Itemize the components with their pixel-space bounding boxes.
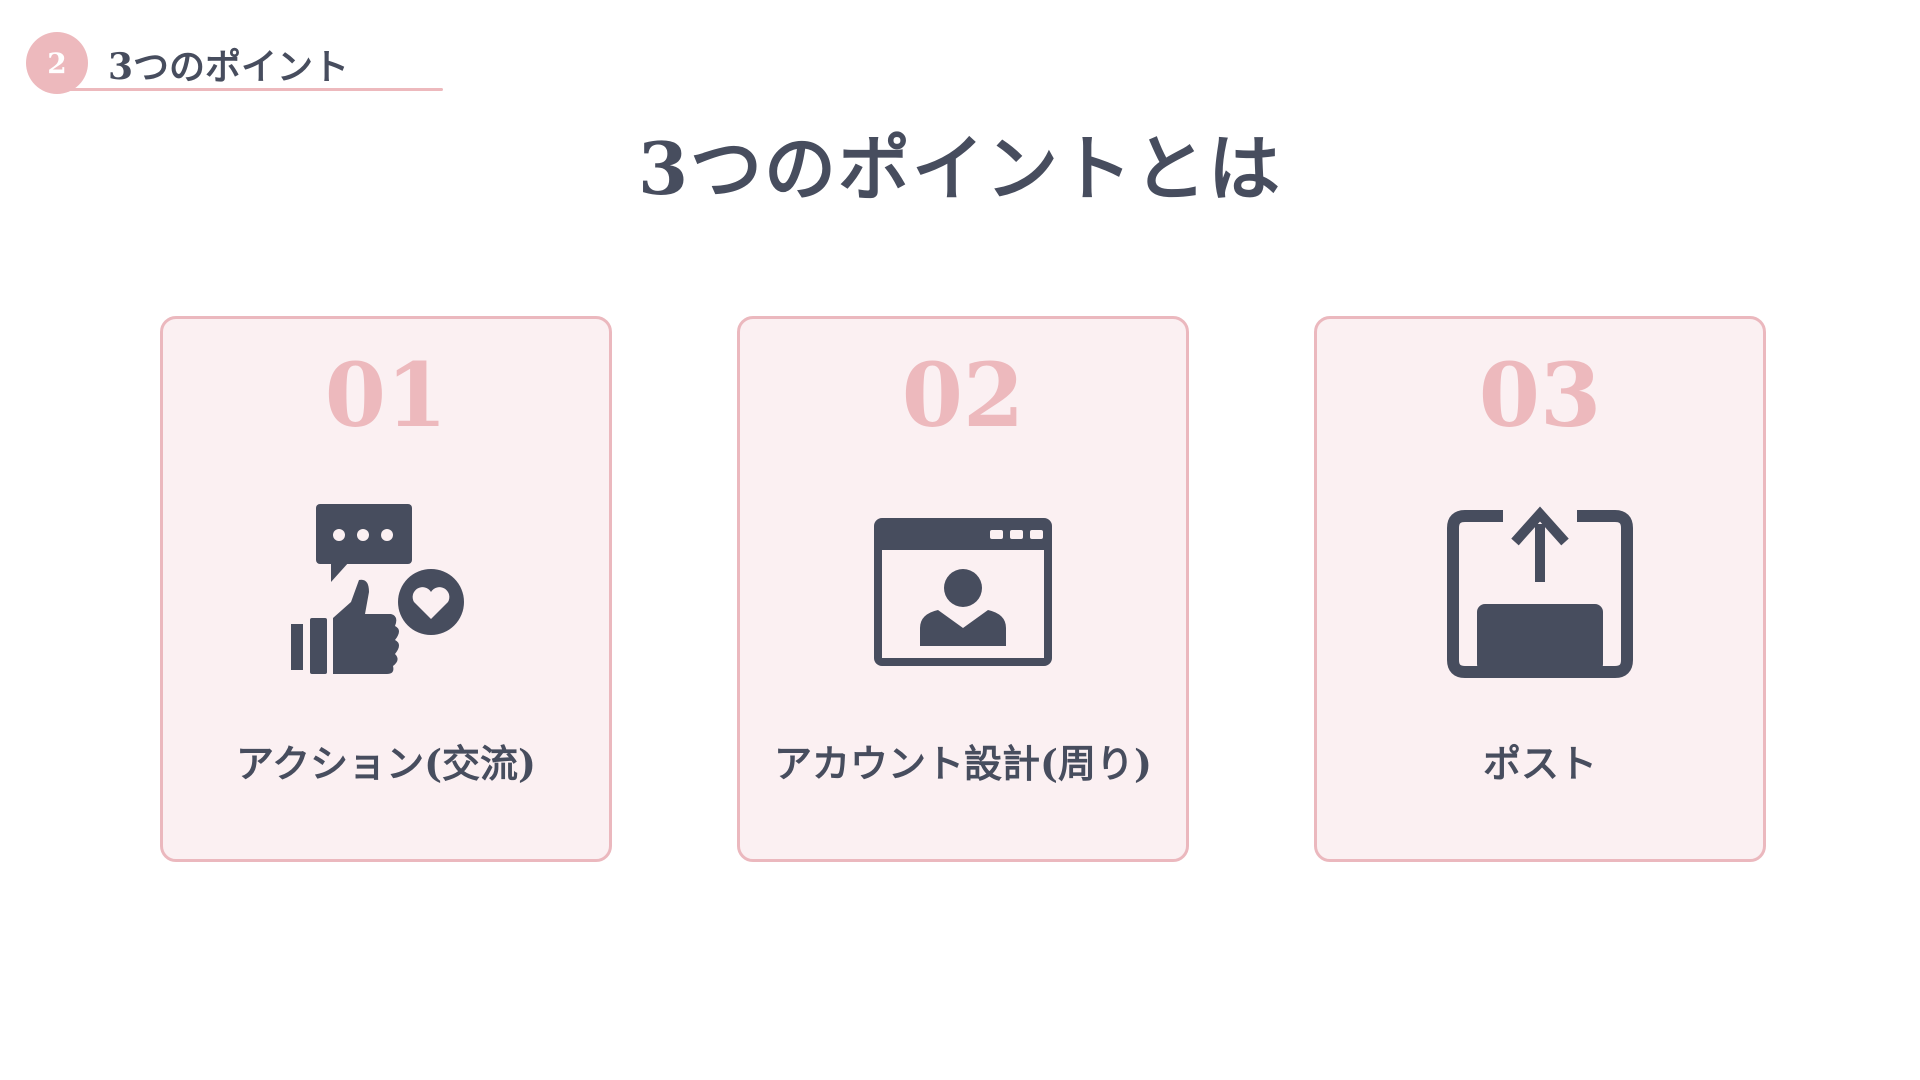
- point-card-2: 02 アカウント設計(周り): [737, 316, 1189, 862]
- card-number: 01: [324, 343, 448, 447]
- section-title: 3つのポイント: [108, 46, 350, 88]
- profile-window-icon: [874, 518, 1052, 666]
- card-number: 02: [901, 343, 1025, 447]
- section-number-badge: 2: [26, 32, 88, 94]
- card-label: アクション(交流): [235, 741, 537, 786]
- section-underline: [56, 88, 443, 91]
- card-label: ポスト: [1482, 741, 1597, 786]
- thumbs-up-chat-heart-icon: [291, 504, 464, 674]
- card-label: アカウント設計(周り): [774, 741, 1152, 786]
- card-number: 03: [1478, 343, 1602, 447]
- upload-post-icon: [1447, 506, 1633, 678]
- page-title: 3つのポイントとは: [637, 126, 1283, 211]
- point-card-1: 01 アクション(交流): [160, 316, 612, 862]
- point-card-3: 03 ポスト: [1314, 316, 1766, 862]
